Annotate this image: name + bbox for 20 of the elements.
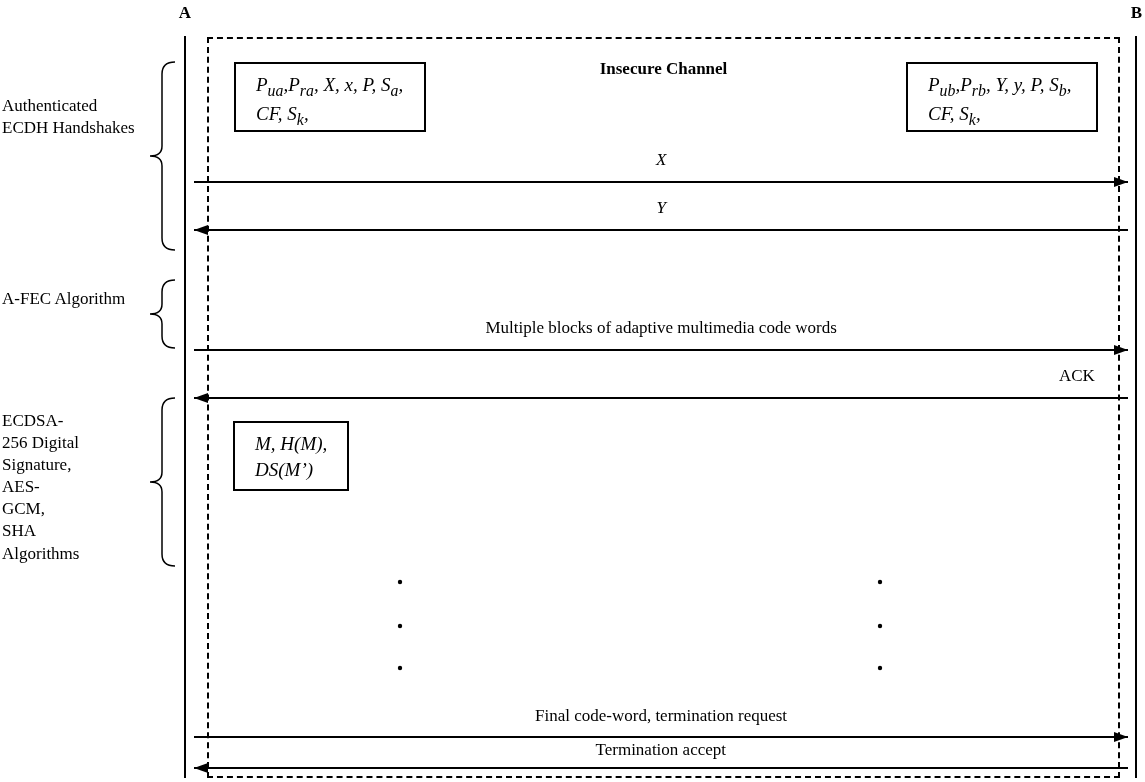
parameter-box <box>233 421 349 491</box>
parameter-box <box>234 62 426 132</box>
channel-title: Insecure Channel <box>599 59 728 80</box>
lifeline <box>1128 4 1145 778</box>
phase-label: A-FEC Algorithm <box>2 288 127 310</box>
lifeline-label: B <box>1129 4 1144 21</box>
lifeline-label: A <box>177 4 193 21</box>
message-arrow <box>193 345 1129 355</box>
message-arrow <box>193 177 1129 187</box>
lifeline <box>176 4 194 778</box>
message-arrow <box>193 732 1129 742</box>
parameter-list: P$_{ub}$,P$_{rb}$, Y, y, P, S$_{b}$, CF, S$_{k}$, <box>928 72 1090 131</box>
parameter-list: P$_{ua}$,P$_{ra}$, X, x, P, S$_{a}$, CF, S$_{k}$, <box>256 72 418 131</box>
parameter-box <box>906 62 1098 132</box>
phase-label: ECDSA-256 Digital Signature, AES-GCM, SHA Algorithms <box>2 410 80 565</box>
message-arrow <box>193 393 1129 403</box>
message-arrow <box>193 763 1129 773</box>
message-arrow <box>193 225 1129 235</box>
parameter-list: M, H(M), DS(M’) <box>255 431 341 483</box>
phase-label: Authenticated ECDH Handshakes <box>2 95 136 140</box>
